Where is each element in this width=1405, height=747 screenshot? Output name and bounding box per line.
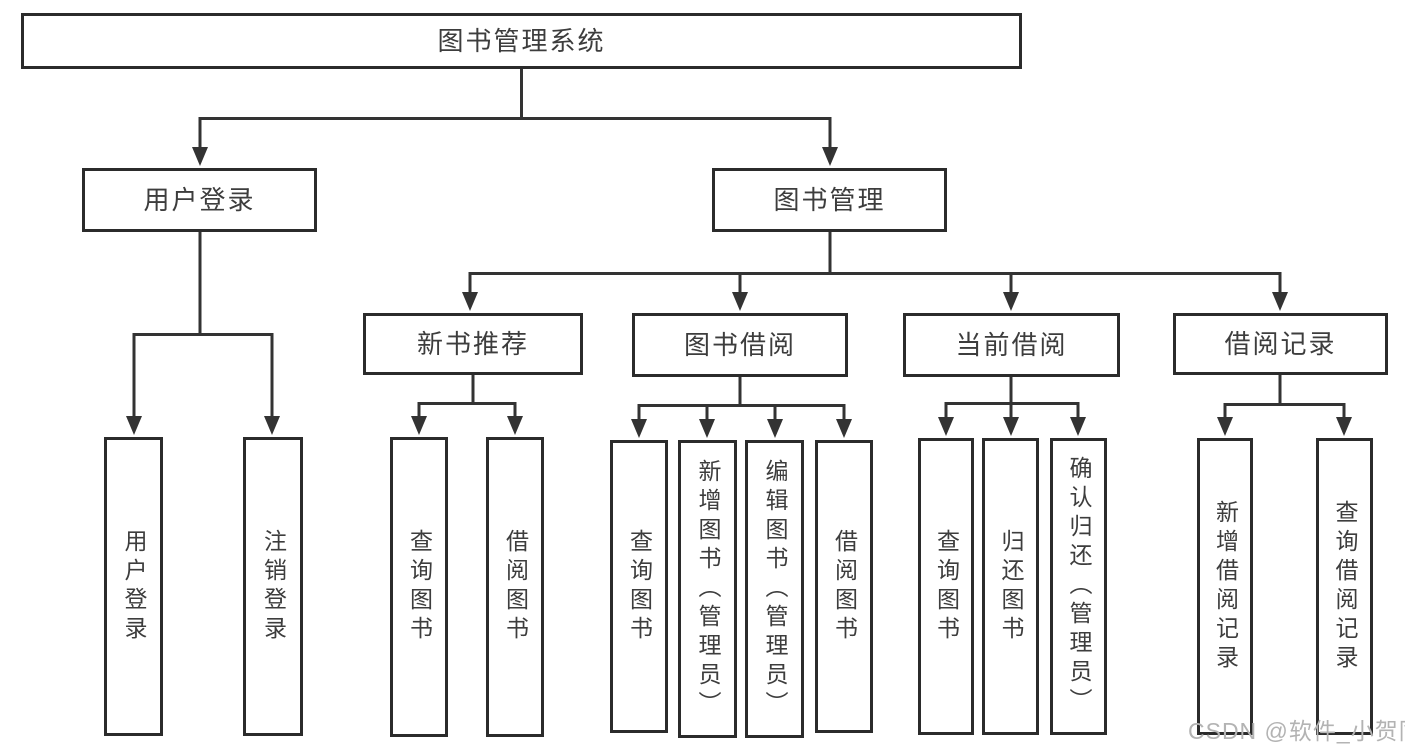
leaf-current-query: 查询图书	[918, 438, 974, 735]
leaf-borrow-query: 查询图书	[610, 440, 668, 733]
node-book-borrow: 图书借阅	[632, 313, 848, 377]
leaf-current-confirm-admin: 确认归还（管理员）	[1050, 438, 1107, 735]
leaf-borrow-add-admin: 新增图书（管理员）	[678, 440, 737, 738]
leaf-borrow-borrow: 借阅图书	[815, 440, 873, 733]
leaf-borrow-edit-admin: 编辑图书（管理员）	[745, 440, 804, 738]
leaf-new-books-query: 查询图书	[390, 437, 448, 737]
node-current-borrow: 当前借阅	[903, 313, 1120, 377]
csdn-watermark: CSDN @软件_小贺同学	[1188, 718, 1405, 744]
leaf-records-query: 查询借阅记录	[1316, 438, 1373, 735]
leaf-user-login: 用户登录	[104, 437, 163, 736]
node-root: 图书管理系统	[21, 13, 1022, 69]
node-borrow-records: 借阅记录	[1173, 313, 1388, 375]
node-new-books: 新书推荐	[363, 313, 583, 375]
leaf-new-books-borrow: 借阅图书	[486, 437, 544, 737]
leaf-logout: 注销登录	[243, 437, 303, 736]
leaf-current-return: 归还图书	[982, 438, 1039, 735]
node-user-login: 用户登录	[82, 168, 317, 232]
node-book-mgmt: 图书管理	[712, 168, 947, 232]
leaf-records-add: 新增借阅记录	[1197, 438, 1253, 735]
